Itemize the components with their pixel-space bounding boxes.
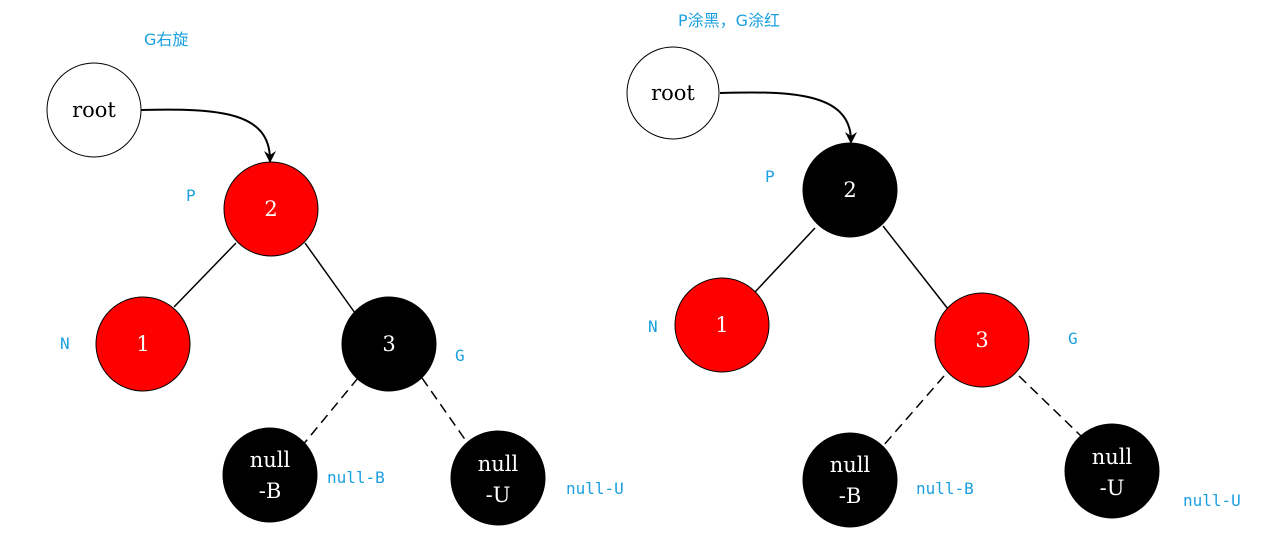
label-g: G <box>455 346 465 365</box>
node-null-b <box>222 427 318 523</box>
edge-3-nullu <box>421 377 472 449</box>
node-null-u-line1: null <box>478 452 519 476</box>
node-3-label: 3 <box>975 328 988 352</box>
root-label: root <box>651 81 695 105</box>
label-n: N <box>60 334 70 353</box>
node-2-label: 2 <box>264 197 277 221</box>
root-label: root <box>72 98 116 122</box>
root-node <box>46 62 142 158</box>
node-null-u <box>450 430 546 526</box>
edge-2-1 <box>173 242 237 308</box>
edge-3-nullb <box>882 375 945 447</box>
node-null-b-line1: null <box>830 453 871 477</box>
node-3 <box>341 296 437 392</box>
node-null-b-line2: -B <box>259 479 282 503</box>
node-1-label: 1 <box>715 313 728 337</box>
node-null-b-line2: -B <box>839 484 862 508</box>
label-null-b: null-B <box>327 468 385 487</box>
left-diagram: G右旋 root 2 1 3 null -B null -U P N G nul… <box>46 30 624 526</box>
node-1 <box>674 277 770 373</box>
node-null-u-line2: -U <box>1100 476 1125 500</box>
right-diagram: P涂黑，G涂红 root 2 1 3 null -B null -U P N G… <box>626 11 1241 528</box>
node-null-u <box>1064 423 1160 519</box>
node-null-u-line2: -U <box>486 483 511 507</box>
edge-3-nullu <box>1018 375 1082 437</box>
root-node <box>626 46 720 140</box>
left-title: G右旋 <box>144 30 188 49</box>
edge-3-nullb <box>301 377 359 447</box>
label-null-u: null-U <box>1183 491 1241 510</box>
node-2-label: 2 <box>843 178 856 202</box>
right-title: P涂黑，G涂红 <box>678 11 780 30</box>
node-1 <box>95 296 191 392</box>
root-arrow <box>140 108 276 163</box>
label-g: G <box>1068 329 1078 348</box>
node-2 <box>223 161 319 257</box>
node-1-label: 1 <box>136 332 149 356</box>
node-3 <box>934 292 1030 388</box>
label-n: N <box>648 317 658 336</box>
edge-2-3 <box>882 225 949 310</box>
root-arrow <box>719 91 857 144</box>
label-null-b: null-B <box>916 479 974 498</box>
node-null-u-line1: null <box>1092 445 1133 469</box>
edge-2-1 <box>754 227 816 293</box>
node-2 <box>802 142 898 238</box>
label-p: P <box>765 167 775 186</box>
label-null-u: null-U <box>566 479 624 498</box>
node-3-label: 3 <box>382 332 395 356</box>
edge-2-3 <box>304 242 356 314</box>
label-p: P <box>186 186 196 205</box>
node-null-b-line1: null <box>250 448 291 472</box>
node-null-b <box>802 432 898 528</box>
